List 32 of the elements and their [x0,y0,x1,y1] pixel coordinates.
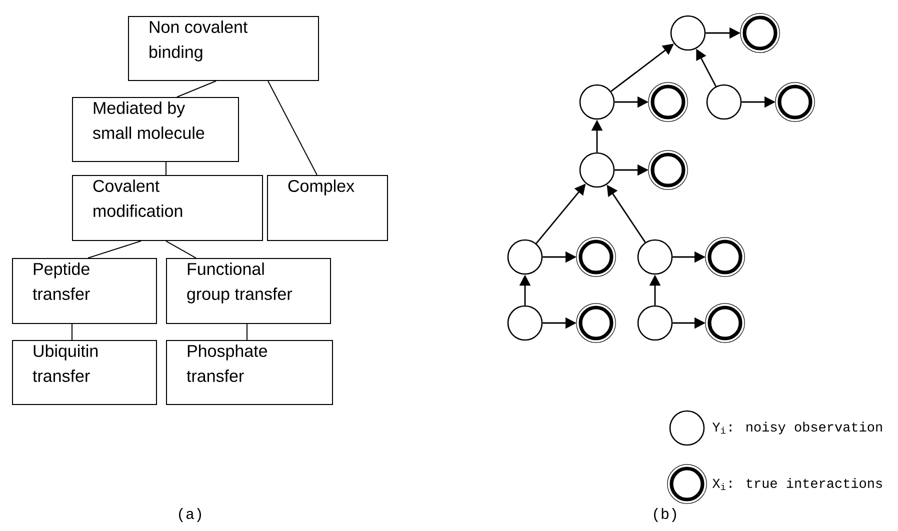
category-box: Peptide transfer [12,258,157,324]
connector-line [166,240,196,258]
circle-node [670,15,706,51]
double-circle-node [648,150,688,190]
connector-line [88,240,142,258]
connector-line [268,80,318,176]
double-circle-node [775,82,815,122]
double-circle-node [576,237,616,277]
connector-line [246,324,248,340]
double-circle-node [740,13,780,53]
category-box: Ubiquitin transfer [12,340,157,405]
double-circle-node [648,82,688,122]
legend-text: X$_{i}$: true interactions [712,478,882,490]
category-box: Mediated by small molecule [72,97,239,162]
category-box: Covalent modification [72,175,263,241]
category-box: Complex [267,175,388,241]
circle-node [507,239,543,275]
double-circle-node [705,303,745,343]
circle-node [637,239,673,275]
panel-label: (a) [179,508,201,522]
circle-node [637,305,673,341]
panel-label: (b) [654,508,676,522]
circle-node [507,305,543,341]
circle-node [706,84,742,120]
category-box: Non covalent binding [128,16,319,81]
legend-text: Y$_{i}$: noisy observation [712,422,882,434]
category-box: Phosphate transfer [166,340,333,405]
double-circle-node [705,237,745,277]
circle-node [579,152,615,188]
category-box: Functional group transfer [166,258,331,324]
double-circle-node [576,303,616,343]
circle-node [579,84,615,120]
